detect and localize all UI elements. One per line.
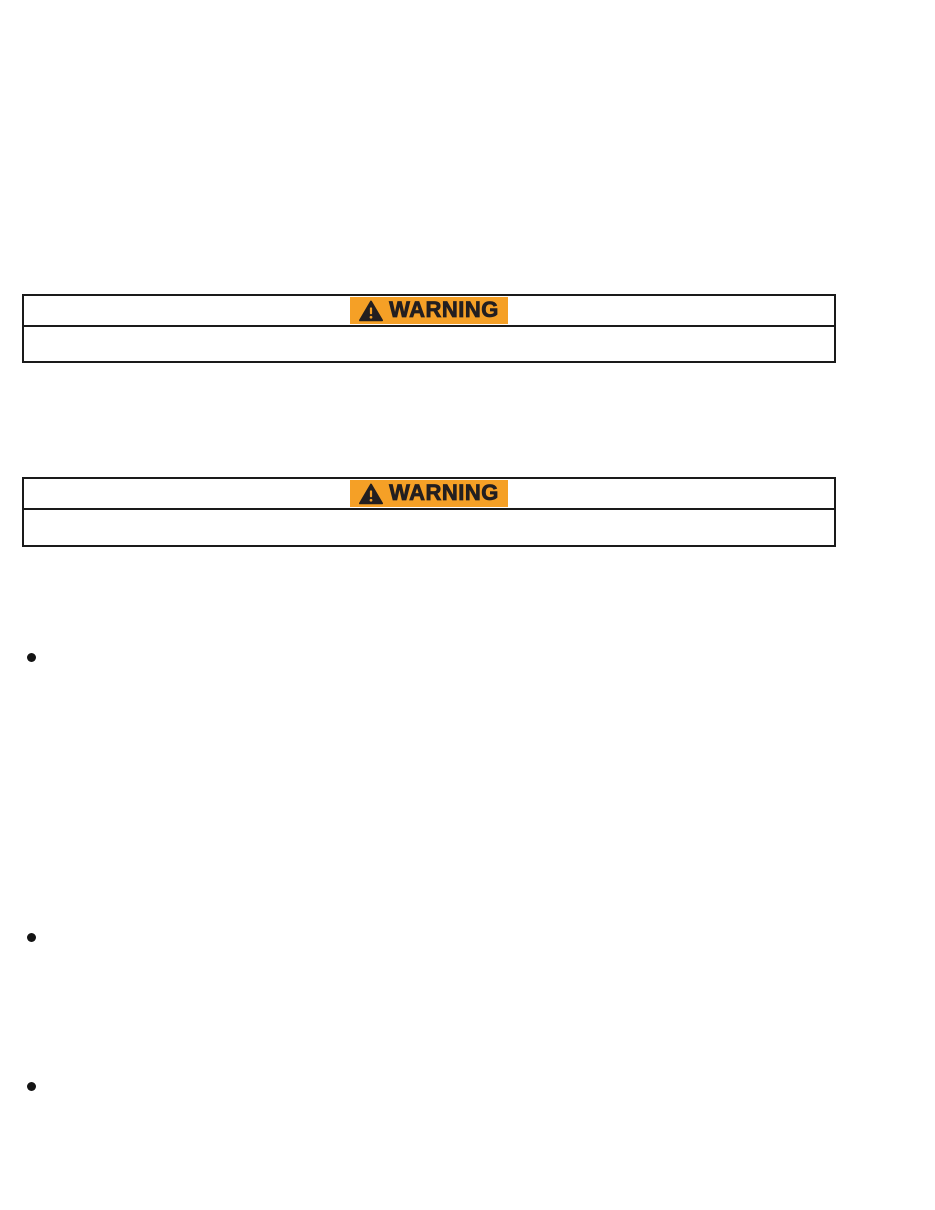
warning-banner-1-header: WARNING [24, 296, 834, 327]
list-bullet [27, 653, 36, 662]
warning-triangle-icon [359, 300, 384, 322]
warning-label: WARNING [350, 480, 508, 507]
warning-label: WARNING [350, 297, 508, 324]
warning-label-text: WARNING [389, 479, 499, 505]
warning-label-text: WARNING [389, 296, 499, 322]
warning-banner-2-body [24, 510, 834, 545]
warning-banner-1-body [24, 327, 834, 361]
list-bullet [27, 933, 36, 942]
list-bullet [27, 1082, 36, 1091]
warning-banner-1: WARNING [22, 294, 836, 363]
warning-banner-2-header: WARNING [24, 479, 834, 510]
warning-banner-2: WARNING [22, 477, 836, 547]
warning-triangle-icon [359, 483, 384, 505]
